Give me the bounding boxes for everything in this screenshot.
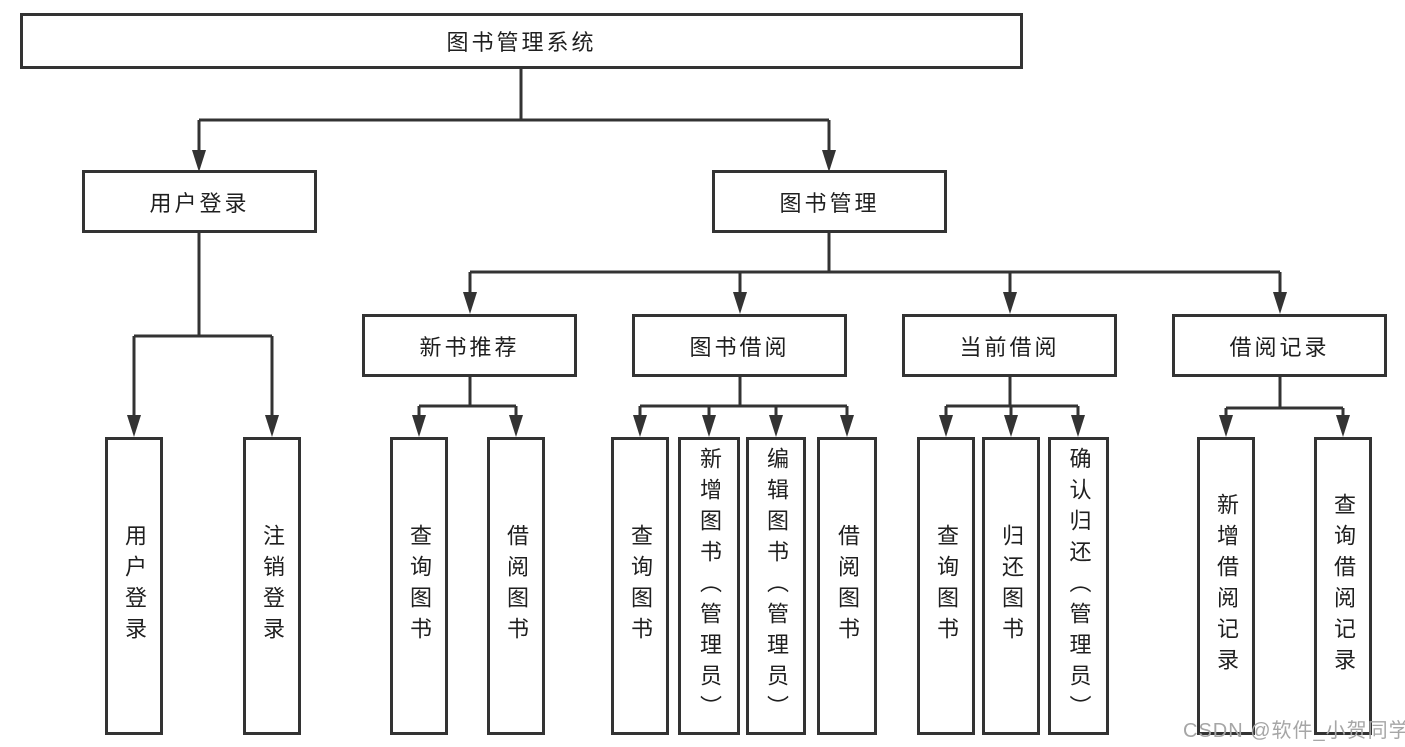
node-label: 编辑图书（管理员）	[764, 446, 789, 726]
node-label: 注销登录	[260, 524, 285, 648]
arrowheads	[127, 150, 1350, 437]
node-label: 新增图书（管理员）	[697, 446, 722, 726]
leaf-return-book: 归还图书	[982, 437, 1040, 735]
watermark: CSDN @软件_小贺同学	[1183, 720, 1405, 742]
node-label: 查询借阅记录	[1331, 493, 1356, 679]
node-label: 当前借阅	[959, 334, 1060, 360]
node-label: 图书管理系统	[446, 30, 597, 55]
leaf-query-book-current: 查询图书	[917, 437, 975, 735]
node-book-management: 图书管理	[712, 170, 947, 233]
leaf-add-book-admin: 新增图书（管理员）	[678, 437, 740, 735]
leaf-query-book-recommend: 查询图书	[390, 437, 448, 735]
leaf-borrow-book-recommend: 借阅图书	[487, 437, 545, 735]
node-label: 借阅记录	[1229, 334, 1330, 360]
node-label: 用户登录	[149, 190, 250, 216]
node-label: 用户登录	[122, 524, 147, 648]
node-label: 新书推荐	[419, 334, 520, 360]
node-label: 图书借阅	[689, 334, 790, 360]
node-current-borrow: 当前借阅	[902, 314, 1117, 377]
leaf-confirm-return-admin: 确认归还（管理员）	[1048, 437, 1109, 735]
node-label: 借阅图书	[504, 524, 529, 648]
node-user-login: 用户登录	[82, 170, 317, 233]
node-label: 图书管理	[779, 190, 880, 216]
node-label: 归还图书	[999, 524, 1024, 648]
leaf-query-borrow-record: 查询借阅记录	[1314, 437, 1372, 735]
leaf-add-borrow-record: 新增借阅记录	[1197, 437, 1255, 735]
node-label: 查询图书	[407, 524, 432, 648]
leaf-edit-book-admin: 编辑图书（管理员）	[746, 437, 806, 735]
node-label: 确认归还（管理员）	[1066, 446, 1092, 726]
leaf-borrow-book: 借阅图书	[817, 437, 877, 735]
leaf-query-book-borrow: 查询图书	[611, 437, 669, 735]
node-book-borrow: 图书借阅	[632, 314, 847, 377]
node-label: 查询图书	[934, 524, 959, 648]
node-label: 新增借阅记录	[1214, 493, 1239, 679]
node-label: 借阅图书	[835, 524, 860, 648]
node-root-system: 图书管理系统	[20, 13, 1023, 69]
leaf-logout: 注销登录	[243, 437, 301, 735]
node-borrow-records: 借阅记录	[1172, 314, 1387, 377]
node-new-book-recommend: 新书推荐	[362, 314, 577, 377]
leaf-user-login: 用户登录	[105, 437, 163, 735]
node-label: 查询图书	[628, 524, 653, 648]
